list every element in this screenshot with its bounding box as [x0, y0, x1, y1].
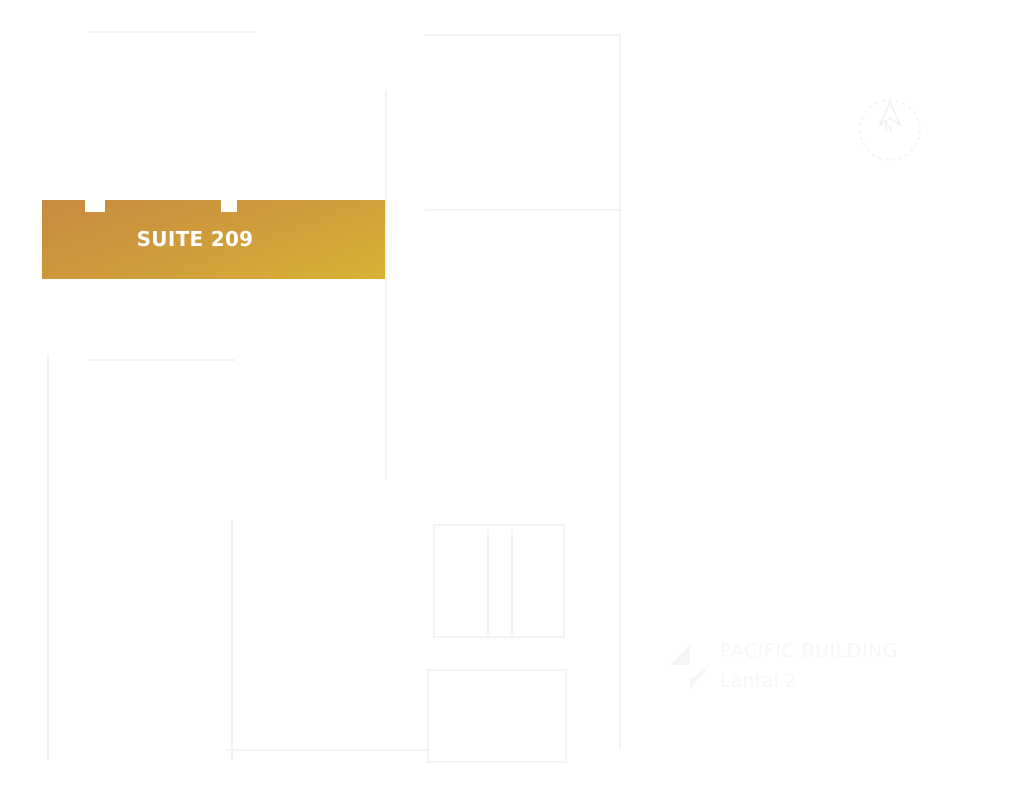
- door-notch: [85, 200, 105, 212]
- building-name: PACIFIC BUILDING: [720, 640, 898, 662]
- building-floor: Lantai 2: [720, 670, 797, 692]
- building-caption: PACIFIC BUILDING Lantai 2: [720, 640, 898, 692]
- compass-icon: [859, 99, 921, 161]
- suite-209-area[interactable]: SUITE 209: [42, 200, 385, 279]
- door-notch: [221, 200, 237, 212]
- compass-north-label: N: [884, 120, 893, 134]
- suite-label: SUITE 209: [136, 227, 254, 251]
- building-logo-icon: [670, 645, 710, 690]
